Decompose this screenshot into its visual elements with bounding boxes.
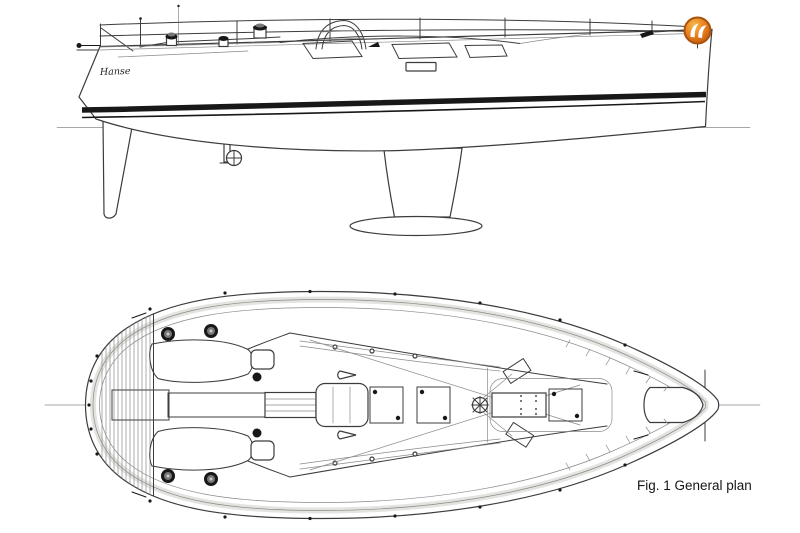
swim-platform-slats <box>101 307 154 503</box>
keel-bulb <box>349 215 483 237</box>
deck-hatch-2 <box>416 386 451 424</box>
foredeck-line <box>519 33 591 44</box>
anchor-locker <box>643 386 704 424</box>
keel-fin <box>383 147 463 218</box>
stanchion-bases <box>148 289 627 521</box>
coachroof-windows <box>302 40 508 60</box>
hull-signature: Hanse <box>99 66 131 78</box>
cockpit-bench-port <box>149 339 254 383</box>
chainplate-track-port <box>502 357 532 385</box>
instrument-pod <box>368 42 380 47</box>
cockpit-winches <box>161 324 262 486</box>
transom-rail-dots <box>87 354 99 456</box>
dorade-vent-starboard <box>337 430 357 440</box>
sprayhood-frame <box>315 19 367 50</box>
fore-strip <box>491 392 547 418</box>
boot-stripe <box>81 100 706 119</box>
cockpit-bench-starboard <box>149 427 254 471</box>
fore-hatch <box>548 388 583 422</box>
mast <box>471 367 489 443</box>
coachroof-edge <box>279 35 521 44</box>
hull-window <box>405 61 437 72</box>
helm-console <box>111 389 170 421</box>
chainplate-track-starboard <box>505 421 535 448</box>
toerail-inner-line <box>92 299 706 511</box>
deck-hatch-1 <box>369 386 404 424</box>
winches-side <box>165 23 267 48</box>
lifelines <box>99 17 702 45</box>
companionway-hatch <box>315 382 369 428</box>
rudder <box>102 119 134 219</box>
cockpit <box>87 324 275 486</box>
cockpit-hatch-port <box>250 349 275 370</box>
sheer-stripe <box>81 91 707 113</box>
hanse-logo-icon <box>683 16 712 49</box>
coachroof <box>247 332 608 478</box>
bow-rail-ticks <box>565 339 669 471</box>
side-profile-view: Hanse <box>56 4 751 237</box>
foredeck <box>489 378 704 432</box>
deck-outline <box>84 290 720 520</box>
cockpit-hatch-starboard <box>250 440 275 461</box>
bow-furler <box>640 29 689 38</box>
dorade-vent-port <box>337 370 357 380</box>
deck-plan-view <box>44 289 761 521</box>
stern-boarding-fitting <box>76 43 101 51</box>
mooring-cleats <box>131 312 649 498</box>
foredeck-recess <box>489 378 613 432</box>
figure-caption: Fig. 1 General plan <box>637 478 752 493</box>
